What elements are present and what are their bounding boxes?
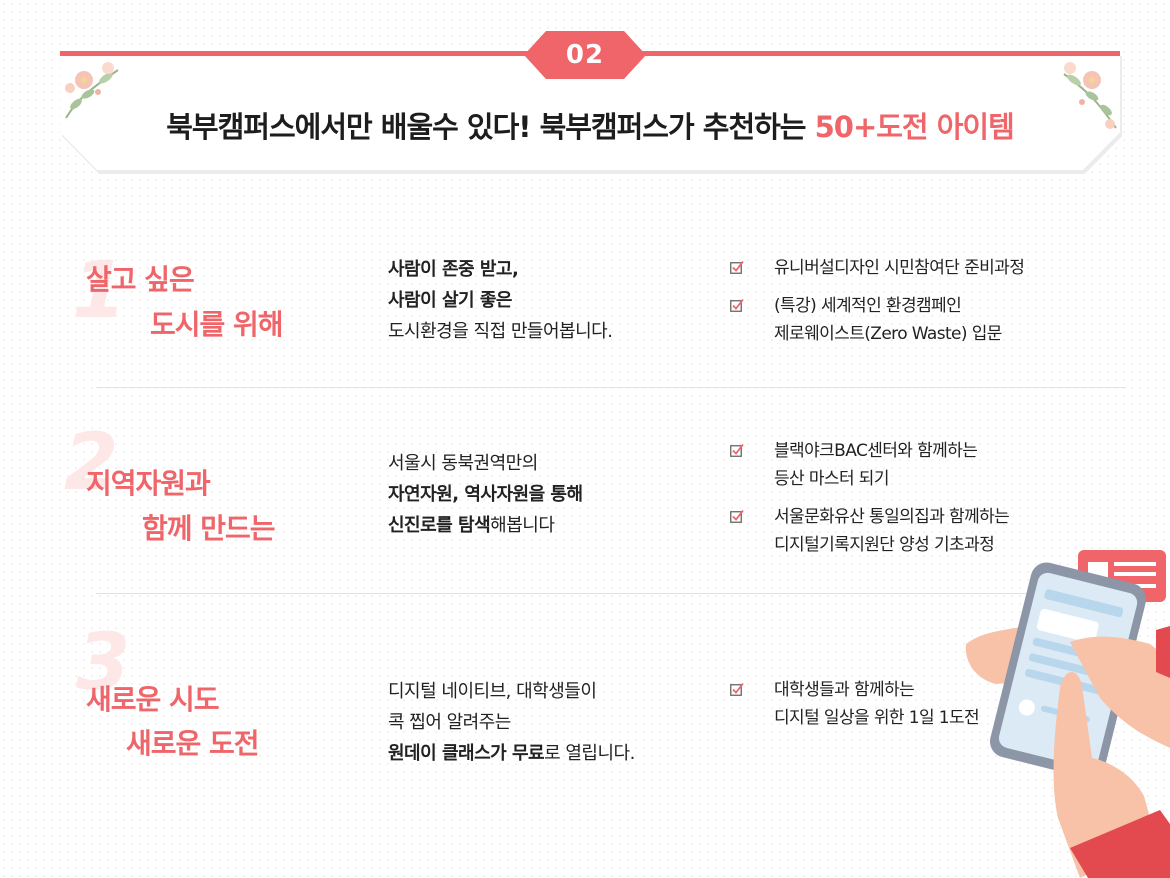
item-line: 디지털기록지원단 양성 기초과정 bbox=[774, 535, 995, 555]
desc-line: 사람이 살기 좋은 bbox=[388, 290, 512, 311]
row-divider bbox=[96, 593, 1126, 594]
row-number-watermark: 2 bbox=[64, 418, 119, 508]
item-line: 서울문화유산 통일의집과 함께하는 bbox=[774, 507, 1010, 527]
desc-line: 디지털 네이티브, 대학생들이 bbox=[388, 681, 597, 702]
page-headline: 북부캠퍼스에서만 배울수 있다! 북부캠퍼스가 추천하는 50+도전 아이템 bbox=[60, 104, 1120, 146]
item-line: 디지털 일상을 위한 1일 1도전 bbox=[774, 708, 980, 728]
desc-bold-part: 원데이 클래스가 무료 bbox=[388, 743, 545, 764]
row-title-line1: 새로운 시도 bbox=[86, 683, 220, 716]
item-line: 블랙야크BAC센터와 함께하는 bbox=[774, 441, 978, 461]
checkbox-checked-icon bbox=[730, 682, 744, 696]
row-number-watermark: 3 bbox=[76, 618, 131, 708]
row-title-line1: 살고 싶은 bbox=[86, 263, 195, 296]
row-title-line2: 새로운 도전 bbox=[126, 727, 260, 760]
checkbox-checked-icon bbox=[730, 298, 744, 312]
row-description: 디지털 네이티브, 대학생들이 콕 찝어 알려주는 원데이 클래스가 무료로 열… bbox=[388, 676, 635, 769]
item-line: (특강) 세계적인 환경캠페인 bbox=[774, 296, 962, 316]
floral-decoration-left bbox=[65, 62, 119, 119]
headline-accent: 50+도전 아이템 bbox=[814, 110, 1015, 144]
desc-line: 자연자원, 역사자원을 통해 bbox=[388, 484, 583, 505]
item-line: 제로웨이스트(Zero Waste) 입문 bbox=[774, 324, 1002, 344]
row-title-line1: 지역자원과 bbox=[86, 467, 211, 500]
floral-decoration-right bbox=[1063, 62, 1117, 129]
row-title-line2: 함께 만드는 bbox=[142, 512, 276, 545]
desc-line: 도시환경을 직접 만들어봅니다. bbox=[388, 321, 613, 342]
item-line: 등산 마스터 되기 bbox=[774, 469, 889, 489]
desc-rest: 로 열립니다. bbox=[544, 743, 635, 764]
desc-rest: 해봅니다 bbox=[490, 515, 555, 536]
row-description: 서울시 동북권역만의 자연자원, 역사자원을 통해 신진로를 탐색해봅니다 bbox=[388, 448, 583, 541]
checkbox-checked-icon bbox=[730, 260, 744, 274]
smartphone-hand-illustration bbox=[965, 550, 1170, 878]
row-number-watermark: 1 bbox=[72, 246, 127, 336]
desc-line: 콕 찝어 알려주는 bbox=[388, 712, 511, 733]
desc-line: 원데이 클래스가 무료로 열립니다. bbox=[388, 738, 635, 769]
checkbox-checked-icon bbox=[730, 443, 744, 457]
row-title-line2: 도시를 위해 bbox=[150, 308, 284, 341]
row-divider bbox=[96, 387, 1126, 388]
section-number-badge: 02 bbox=[524, 31, 646, 79]
headline-main: 북부캠퍼스에서만 배울수 있다! 북부캠퍼스가 추천하는 bbox=[166, 110, 815, 144]
row-description: 사람이 존중 받고, 사람이 살기 좋은 도시환경을 직접 만들어봅니다. bbox=[388, 254, 613, 347]
item-line: 유니버설디자인 시민참여단 준비과정 bbox=[774, 258, 1025, 278]
checkbox-checked-icon bbox=[730, 509, 744, 523]
desc-bold-part: 신진로를 탐색 bbox=[388, 515, 491, 536]
item-line: 대학생들과 함께하는 bbox=[774, 680, 915, 700]
desc-line: 사람이 존중 받고, bbox=[388, 259, 519, 280]
desc-line: 서울시 동북권역만의 bbox=[388, 453, 538, 474]
desc-line: 신진로를 탐색해봅니다 bbox=[388, 510, 583, 541]
